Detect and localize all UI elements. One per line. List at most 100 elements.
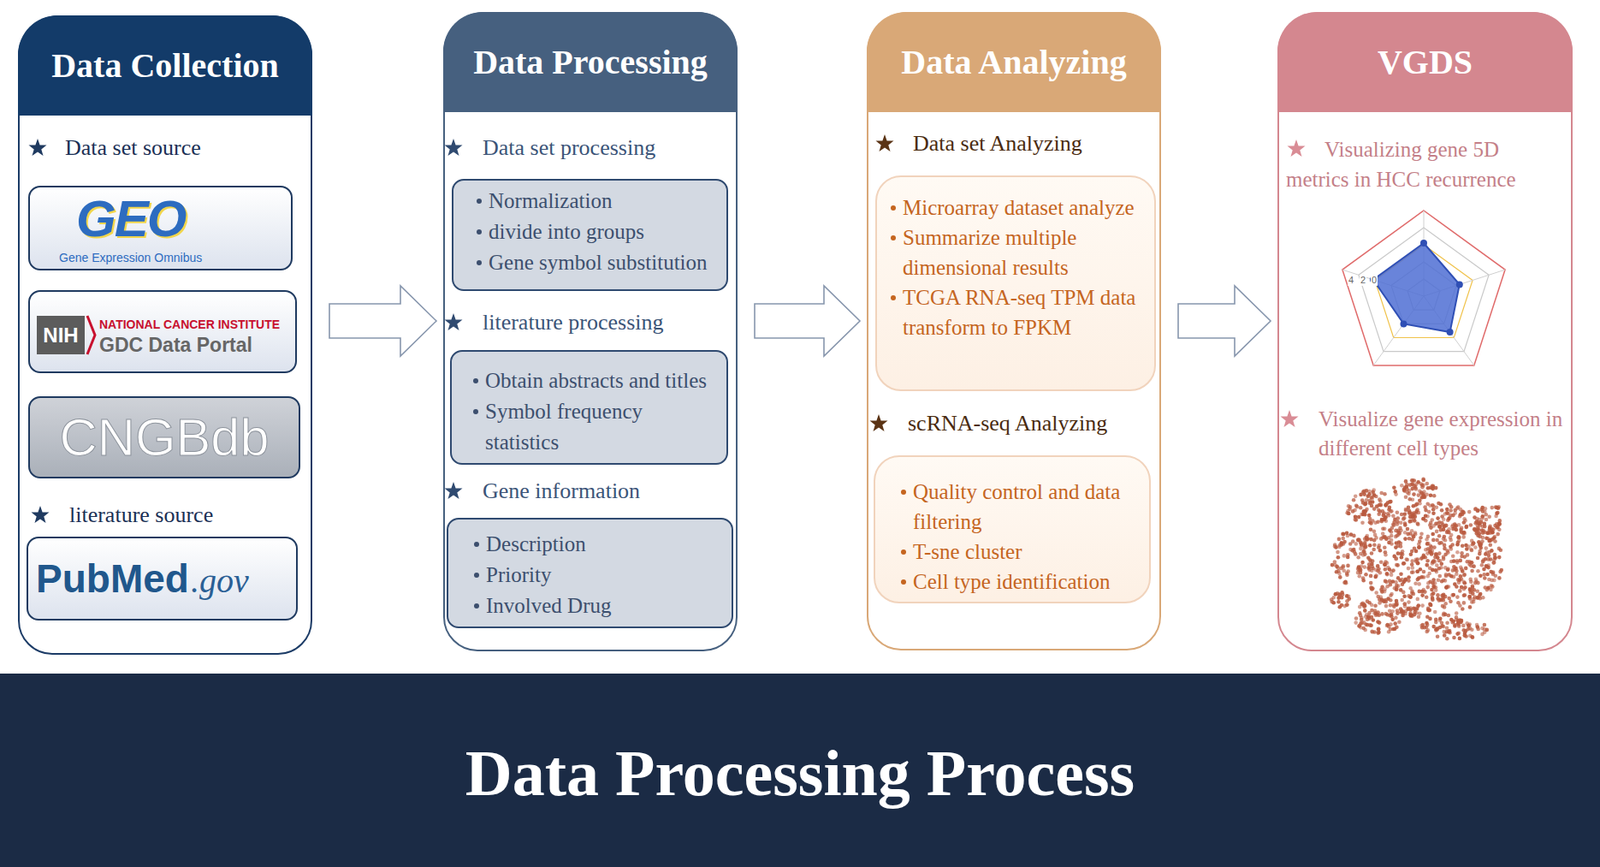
tsne-cell-dot bbox=[1480, 527, 1485, 533]
tsne-cell-dot bbox=[1409, 551, 1414, 557]
tsne-cell-dot bbox=[1435, 634, 1440, 639]
tsne-cell-dot bbox=[1462, 592, 1467, 598]
axis-tick-label: 2 bbox=[1359, 274, 1367, 286]
tsne-cell-dot bbox=[1345, 563, 1351, 569]
tsne-cell-dot bbox=[1480, 515, 1485, 521]
tsne-cell-dot bbox=[1484, 535, 1489, 540]
tsne-cell-dot bbox=[1335, 565, 1340, 570]
tsne-cell-dot bbox=[1454, 568, 1459, 574]
tsne-cell-dot bbox=[1378, 548, 1383, 553]
tsne-cell-dot bbox=[1406, 566, 1411, 571]
panel-heading: VGDS bbox=[1279, 11, 1571, 113]
tsne-cell-dot bbox=[1369, 551, 1375, 556]
tsne-cell-dot bbox=[1336, 599, 1341, 605]
tsne-cell-dot bbox=[1412, 546, 1417, 552]
tsne-cell-dot bbox=[1411, 534, 1417, 540]
logo-wordmark: PubMed.gov bbox=[35, 554, 249, 605]
tsne-cell-dot bbox=[1394, 602, 1399, 607]
tsne-cell-dot bbox=[1412, 478, 1417, 483]
section-label: literature source bbox=[69, 501, 214, 529]
bullet-dot bbox=[474, 572, 480, 578]
tsne-cell-dot bbox=[1345, 572, 1350, 577]
tsne-cell-dot bbox=[1482, 627, 1488, 632]
tsne-cell-dot bbox=[1458, 564, 1464, 569]
tsne-cell-dot bbox=[1379, 560, 1384, 565]
tsne-cell-dot bbox=[1438, 574, 1443, 579]
panel-heading: Data Collection bbox=[19, 15, 311, 116]
tsne-cell-dot bbox=[1470, 634, 1476, 640]
tsne-cell-dot bbox=[1429, 587, 1435, 593]
tsne-cell-dot bbox=[1434, 585, 1439, 590]
bullet-text: Obtain abstracts and titles bbox=[485, 365, 718, 397]
tsne-cell-dot bbox=[1472, 594, 1477, 599]
bullet-item: Gene symbol substitution bbox=[488, 247, 718, 279]
tsne-cell-dot bbox=[1382, 517, 1387, 522]
tsne-cell-dot bbox=[1380, 527, 1386, 532]
tsne-cell-dot bbox=[1487, 515, 1492, 520]
tsne-cell-dot bbox=[1441, 517, 1446, 522]
tsne-cell-dot bbox=[1434, 568, 1439, 573]
bullet-text: Normalization bbox=[488, 185, 718, 217]
tsne-cell-dot bbox=[1336, 555, 1341, 560]
bullet-star bbox=[31, 505, 50, 523]
tsne-cell-dot bbox=[1360, 497, 1365, 503]
bullet-text: TCGA RNA-seq TPM data transform to FPKM bbox=[902, 282, 1146, 343]
tsne-cell-dot bbox=[1456, 535, 1461, 540]
tsne-cell-dot bbox=[1425, 501, 1430, 506]
tsne-cell-dot bbox=[1356, 570, 1361, 575]
tsne-cell-dot bbox=[1412, 612, 1417, 617]
source-logo-box: CNGBdb bbox=[28, 396, 301, 479]
tsne-cell-dot bbox=[1472, 527, 1477, 532]
section-label: Visualize gene expression in different c… bbox=[1318, 404, 1567, 463]
tsne-cell-dot bbox=[1498, 518, 1503, 523]
tsne-cell-dot bbox=[1389, 509, 1394, 514]
tsne-cell-dot bbox=[1406, 599, 1411, 605]
logo-text: NATIONAL CANCER INSTITUTE bbox=[99, 317, 280, 332]
tsne-cell-dot bbox=[1430, 532, 1435, 537]
tsne-cell-dot bbox=[1369, 628, 1375, 634]
tsne-cell-dot bbox=[1442, 524, 1447, 529]
tsne-cell-dot bbox=[1354, 616, 1359, 621]
tsne-cell-dot bbox=[1353, 551, 1358, 557]
tsne-cell-dot bbox=[1372, 542, 1377, 547]
bullet-dot bbox=[474, 603, 480, 609]
tsne-cell-dot bbox=[1370, 629, 1375, 635]
section-label: literature processing bbox=[482, 308, 664, 337]
tsne-cell-dot bbox=[1442, 546, 1447, 552]
tsne-cell-dot bbox=[1410, 569, 1415, 575]
tsne-cell-dot bbox=[1357, 574, 1363, 579]
tsne-cell-dot bbox=[1457, 534, 1462, 540]
bullet-list-box: Obtain abstracts and titlesSymbol freque… bbox=[450, 349, 729, 465]
tsne-cell-dot bbox=[1395, 510, 1400, 516]
tsne-cell-dot bbox=[1368, 516, 1373, 522]
tsne-cell-dot bbox=[1420, 592, 1425, 598]
tsne-cell-dot bbox=[1408, 594, 1413, 599]
tsne-cell-dot bbox=[1422, 554, 1427, 559]
tsne-cell-dot bbox=[1418, 481, 1423, 486]
tsne-cell-dot bbox=[1352, 508, 1358, 513]
tsne-cell-dot bbox=[1333, 542, 1338, 547]
tsne-cell-dot bbox=[1497, 575, 1502, 581]
tsne-cell-dot bbox=[1338, 574, 1343, 580]
bullet-item: Microarray dataset analyze bbox=[902, 192, 1146, 223]
tsne-cell-dot bbox=[1430, 595, 1435, 600]
tsne-cell-dot bbox=[1361, 600, 1366, 605]
tsne-cell-dot bbox=[1493, 552, 1498, 558]
tsne-cell-dot bbox=[1457, 588, 1463, 593]
logo-text: GDC Data Portal bbox=[99, 333, 253, 356]
tsne-cell-dot bbox=[1408, 510, 1413, 516]
tsne-cell-dot bbox=[1392, 621, 1398, 626]
tsne-cell-dot bbox=[1444, 574, 1449, 579]
tsne-cell-dot bbox=[1358, 546, 1363, 552]
bullet-dot bbox=[473, 378, 479, 384]
tsne-cell-dot bbox=[1487, 524, 1493, 529]
tsne-cell-dot bbox=[1461, 534, 1466, 540]
tsne-cell-dot bbox=[1393, 491, 1399, 497]
bullet-item: Priority bbox=[485, 559, 723, 591]
tsne-cell-dot bbox=[1457, 603, 1463, 608]
tsne-cell-dot bbox=[1366, 494, 1371, 499]
tsne-cell-dot bbox=[1380, 531, 1386, 536]
tsne-cell-dot bbox=[1398, 544, 1404, 549]
tsne-cell-dot bbox=[1484, 545, 1489, 551]
